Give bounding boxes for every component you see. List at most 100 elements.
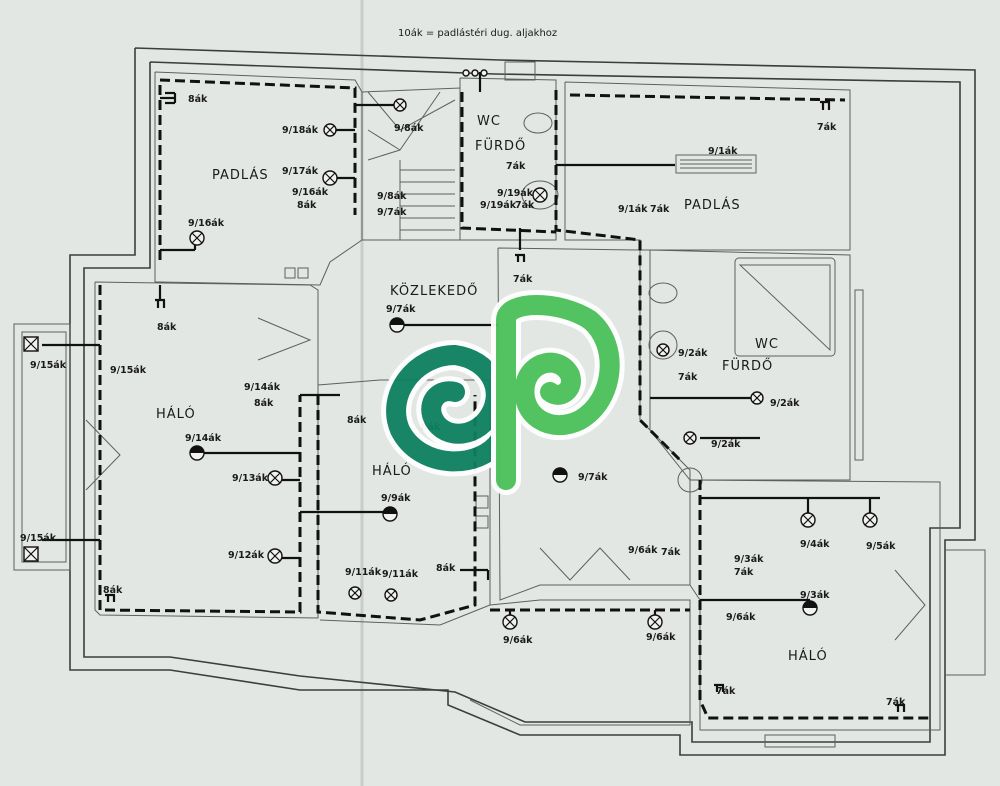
radiator-fixture: [675, 154, 757, 174]
circuit-label: 8ák: [254, 398, 274, 409]
balcony-light-icon: [23, 546, 39, 562]
ceiling-light-icon: [189, 445, 205, 461]
door-swing-right: [894, 569, 926, 641]
staircase: [367, 91, 456, 240]
circuit-label: 9/4ák: [800, 539, 830, 550]
room-halo-left: HÁLÓ: [156, 406, 196, 422]
room-halo-mid: HÁLÓ: [372, 463, 412, 479]
circuit-label: 9/16ák: [292, 187, 329, 198]
wall-light-icon: [323, 123, 337, 137]
circuit-label: 9/2ák: [678, 348, 708, 359]
circuit-label: 9/15ák: [110, 365, 147, 376]
circuit-label: 9/7ák: [377, 207, 407, 218]
socket-icon: [155, 298, 166, 308]
chimney-circle: [677, 467, 703, 493]
room-wc-top: WC: [477, 114, 501, 129]
socket-icon: [895, 703, 906, 712]
balcony-light-icon: [23, 336, 39, 352]
sockets: [105, 91, 906, 712]
wall-light-icon: [750, 391, 764, 405]
circuit-label: 9/1ák: [708, 146, 738, 157]
walls: [13, 47, 986, 756]
room-kozlekedo: KÖZLEKEDŐ: [390, 282, 478, 299]
circuit-label: 9/11ák: [345, 567, 382, 578]
circuit-label: 9/2ák: [770, 398, 800, 409]
room-furdo-right: FÜRDŐ: [722, 357, 773, 374]
wall-light-icon: [800, 512, 816, 528]
socket-icon: [515, 253, 526, 262]
socket-icon: [165, 91, 177, 105]
circuit-label: 9/5ák: [866, 541, 896, 552]
circuit-label: 7ák: [817, 122, 837, 133]
room-wc-right: WC: [755, 337, 779, 352]
wall-light-icon: [532, 187, 548, 203]
socket-icon: [714, 683, 725, 692]
circuit-label: 9/12ák: [228, 550, 265, 561]
circuit-label: 9/3ák: [800, 590, 830, 601]
wall-light-icon: [384, 588, 398, 602]
wall-light-icon: [267, 548, 283, 564]
circuit-label: 7ák: [716, 686, 736, 697]
circuit-label: 8ák: [103, 585, 123, 596]
circuit-label: 7ák: [678, 372, 698, 383]
circuit-label: 8ák: [297, 200, 317, 211]
circuit-label: 9/15ák: [30, 360, 67, 371]
circuit-label: 9/8ák: [394, 123, 424, 134]
sink-top: [521, 180, 559, 210]
room-padlas-right: PADLÁS: [684, 197, 741, 213]
circuit-label: 9/6ák: [628, 545, 658, 556]
sink-right: [648, 330, 678, 360]
door-swing-mid: [539, 547, 631, 581]
circuit-label: 9/19ák: [480, 200, 517, 211]
wall-light-icon: [348, 586, 362, 600]
circuit-label: 8ák: [436, 563, 456, 574]
circuit-label: 9/8ák: [377, 191, 407, 202]
socket-icon: [820, 100, 831, 110]
circuit-label: 7ák: [650, 204, 670, 215]
wall-light-icon: [647, 614, 663, 630]
circuits: [98, 78, 930, 720]
wall-light-icon: [267, 470, 283, 486]
toilet-top: [523, 112, 553, 134]
circuit-label: 7ák: [506, 161, 526, 172]
circuit-label: 9/18ák: [282, 125, 319, 136]
circuit-label: 9/11ák: [382, 569, 419, 580]
ceiling-light-icon: [552, 467, 568, 483]
circuit-label: 9/14ák: [244, 382, 281, 393]
corner-bathtub: [738, 264, 831, 352]
door-swing-halo: [257, 317, 312, 361]
door-swing-left: [85, 419, 121, 491]
ceiling-light-icon: [389, 317, 405, 333]
ceiling-light-icon: [382, 506, 398, 522]
circuit-label: 7ák: [734, 567, 754, 578]
legend-note: 10ák = padlástéri dug. aljakhoz: [398, 27, 557, 39]
circuit-label: 9/1ák: [618, 204, 648, 215]
circuit-label: 9/14ák: [185, 433, 222, 444]
circuit-label: 9/7ák: [386, 304, 416, 315]
socket-icon: [105, 593, 116, 602]
bathtub-frame: [734, 257, 836, 357]
circuit-label: 9/9ák: [381, 493, 411, 504]
circuit-label: 8ák: [157, 322, 177, 333]
lights: [23, 69, 878, 630]
wall-light-icon: [393, 98, 407, 112]
circuit-label: 9/16ák: [188, 218, 225, 229]
wall-light-icon: [683, 431, 697, 445]
circuit-label: 7ák: [886, 697, 906, 708]
circuit-label: 8ák: [347, 415, 367, 426]
circuit-label: 9/19ák: [497, 188, 534, 199]
wall-light-icon: [189, 230, 205, 246]
circuit-label: 8ák: [188, 94, 208, 105]
circuit-label: 9/6ák: [503, 635, 533, 646]
circuit-label: 9/17ák: [282, 166, 319, 177]
circuit-label: 9/6ák: [646, 632, 676, 643]
ceiling-light-icon: [802, 600, 818, 616]
circuit-label: 9/2ák: [711, 439, 741, 450]
toilet-right: [648, 282, 678, 304]
circuit-label: 9/3ák: [734, 554, 764, 565]
wall-light-icon: [656, 343, 670, 357]
circuit-label: 9/15ák: [20, 533, 57, 544]
wall-light-icon: [322, 170, 338, 186]
